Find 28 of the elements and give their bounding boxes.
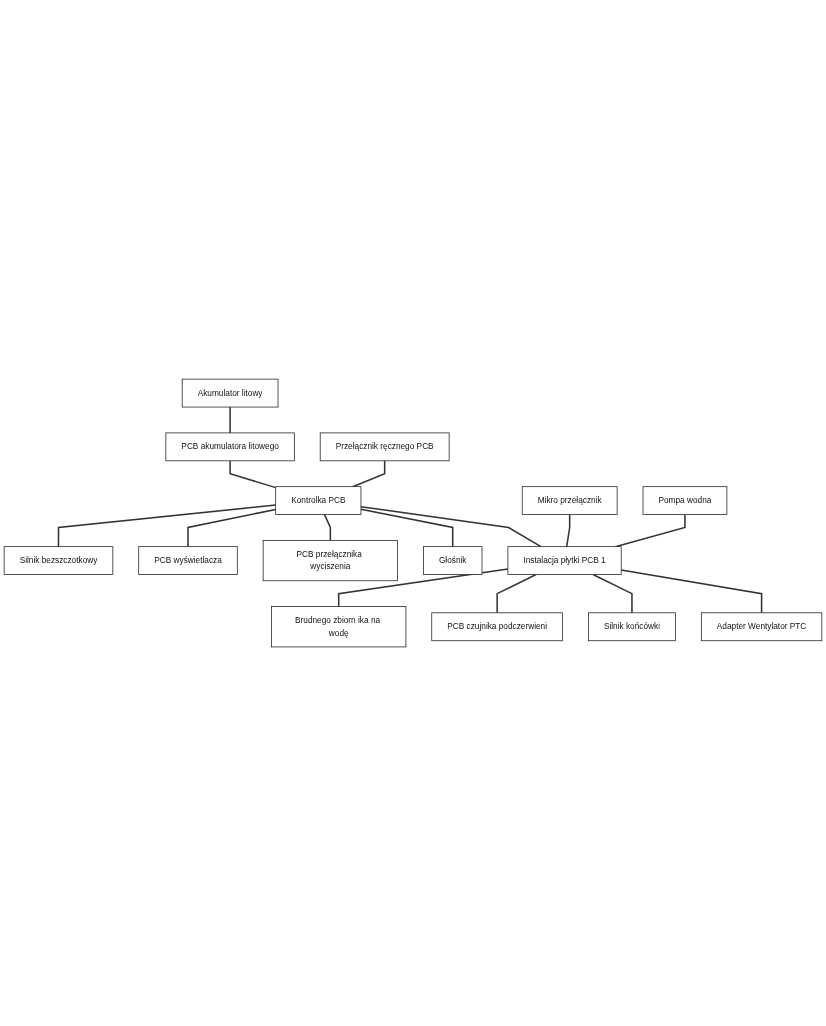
connector [57,504,277,548]
node-box: Głośnik [423,546,483,575]
node-box: Adapter Wentylator PTC [700,612,823,642]
node-box: PCB akumulatora litowego [165,432,295,462]
node-box: Instalacja płytki PCB 1 [507,546,622,575]
node-box: Brudnego zbiorn ika na wodę [271,606,407,648]
connector [229,406,231,434]
node-box: Akumulator litowy [181,378,279,408]
connector [187,508,277,548]
connector [337,568,509,608]
connector [360,505,542,548]
connector [323,513,332,542]
connector [360,508,454,548]
node-box: PCB przełącznika wyciszenia [262,540,398,582]
node-box: Pompa wodna [642,486,728,515]
connector [565,513,571,548]
node-box: Przełącznik ręcznego PCB [319,432,450,462]
connector [496,573,537,614]
node-box: PCB czujnika podczerwieni [431,612,563,642]
connector [620,569,763,614]
connector [229,460,277,489]
node-box: PCB wyświetlacza [138,546,238,575]
node-box: Kontrolka PCB [275,486,362,515]
node-box: Mikro przełącznik [521,486,618,515]
connector [352,460,386,488]
node-box: Silnik bezszczotkowy [3,546,114,575]
node-box: Silnik końcówki [588,612,676,642]
connector [592,573,633,614]
